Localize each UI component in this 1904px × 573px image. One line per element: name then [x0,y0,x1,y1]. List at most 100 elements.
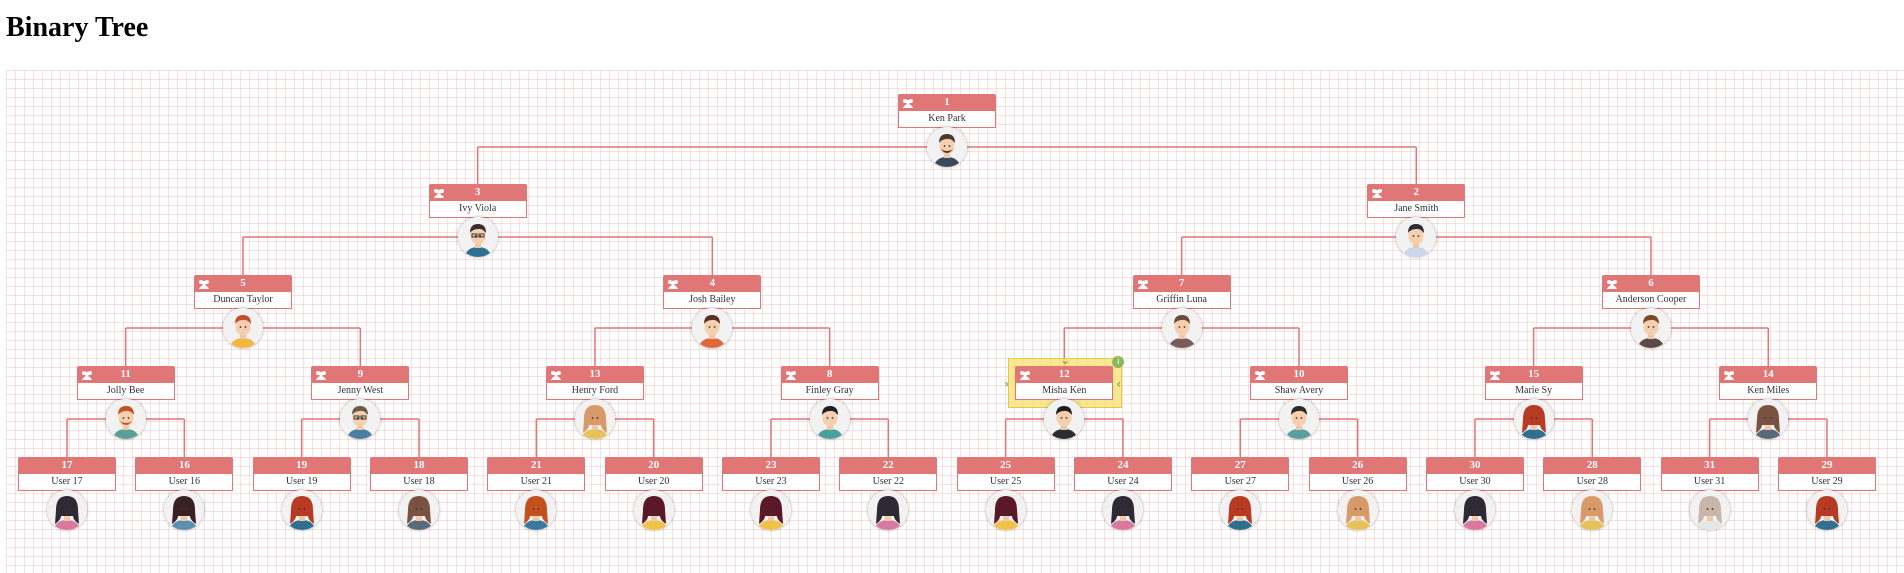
female-long-icon[interactable] [750,490,791,530]
node-id-label: 2 [1413,186,1420,198]
female-red-icon[interactable] [1220,490,1261,530]
node-id: 31 [1660,457,1759,474]
male-mustache-icon[interactable] [1161,308,1202,348]
male-redhair-icon[interactable] [222,308,263,348]
group-icon [1137,278,1149,289]
node-id: 21 [487,457,586,474]
male-ginger-icon[interactable] [105,399,146,439]
chevron-down-icon[interactable]: ⌄ [1060,353,1071,367]
male-black-suit-icon[interactable] [1044,399,1085,439]
female-curly-icon[interactable] [164,490,205,530]
female-dark-icon[interactable] [47,490,87,530]
node-id-label: 16 [178,459,190,471]
node-name: Jenny West [311,383,410,400]
node-id-label: 20 [648,459,660,471]
node-id-label: 11 [120,368,131,380]
node-name: User 24 [1073,474,1172,491]
node-id-label: 10 [1293,368,1305,380]
male-shirt-icon[interactable] [1278,399,1319,439]
female-brown-icon[interactable] [398,490,439,530]
node-id-label: 19 [296,459,308,471]
female-red-icon[interactable] [281,490,322,530]
male-beard-icon[interactable] [926,127,967,167]
female-long-icon[interactable] [985,490,1026,530]
male-dark-icon[interactable] [809,399,850,439]
node-id-label: 25 [1000,459,1012,471]
node-name: Duncan Taylor [193,292,292,309]
female-red-icon[interactable] [1806,490,1847,530]
node-id-label: 9 [357,368,364,380]
node-name: User 30 [1425,474,1524,491]
chevron-left-icon[interactable]: ‹ [1116,377,1122,391]
node-id: 20 [604,457,703,474]
male-suit-icon[interactable] [1630,308,1671,348]
node-name: Jolly Bee [76,383,175,400]
group-icon [1489,369,1501,380]
info-icon[interactable]: i [1112,356,1125,368]
node-id: 16 [135,457,234,474]
female-blonde-icon[interactable] [1337,490,1378,530]
node-name: Shaw Avery [1249,383,1348,400]
chevron-right-icon[interactable]: › [1004,377,1010,391]
female-blonde-icon[interactable] [1572,490,1613,530]
female-long-icon[interactable] [633,490,674,530]
group-icon [1371,187,1383,198]
node-id: 22 [839,457,938,474]
female-blonde-icon[interactable] [574,399,615,439]
node-name: Henry Ford [545,383,644,400]
female-red-icon[interactable] [1513,399,1554,439]
node-id: 29 [1777,457,1876,474]
node-id-label: 5 [240,277,246,289]
node-name: User 19 [252,474,351,491]
female-dark-icon[interactable] [1454,490,1495,530]
group-icon [1606,278,1618,289]
male-tie-icon[interactable] [1396,217,1437,257]
node-name: User 25 [956,474,1055,491]
node-id: 12 [1015,366,1114,383]
male-glasses-icon[interactable] [457,217,498,257]
group-icon [902,97,914,108]
male-orange-icon[interactable] [692,308,733,348]
female-nurse-icon[interactable] [1689,490,1730,530]
female-dark-icon[interactable] [868,490,909,530]
group-icon [1019,369,1031,380]
female-dark-icon[interactable] [1102,490,1143,530]
female-brown-icon[interactable] [1748,399,1789,439]
male-glasses2-icon[interactable] [340,399,381,439]
node-name: User 28 [1543,474,1642,491]
node-name: Jane Smith [1367,201,1466,218]
female-headband-icon[interactable] [516,490,557,530]
